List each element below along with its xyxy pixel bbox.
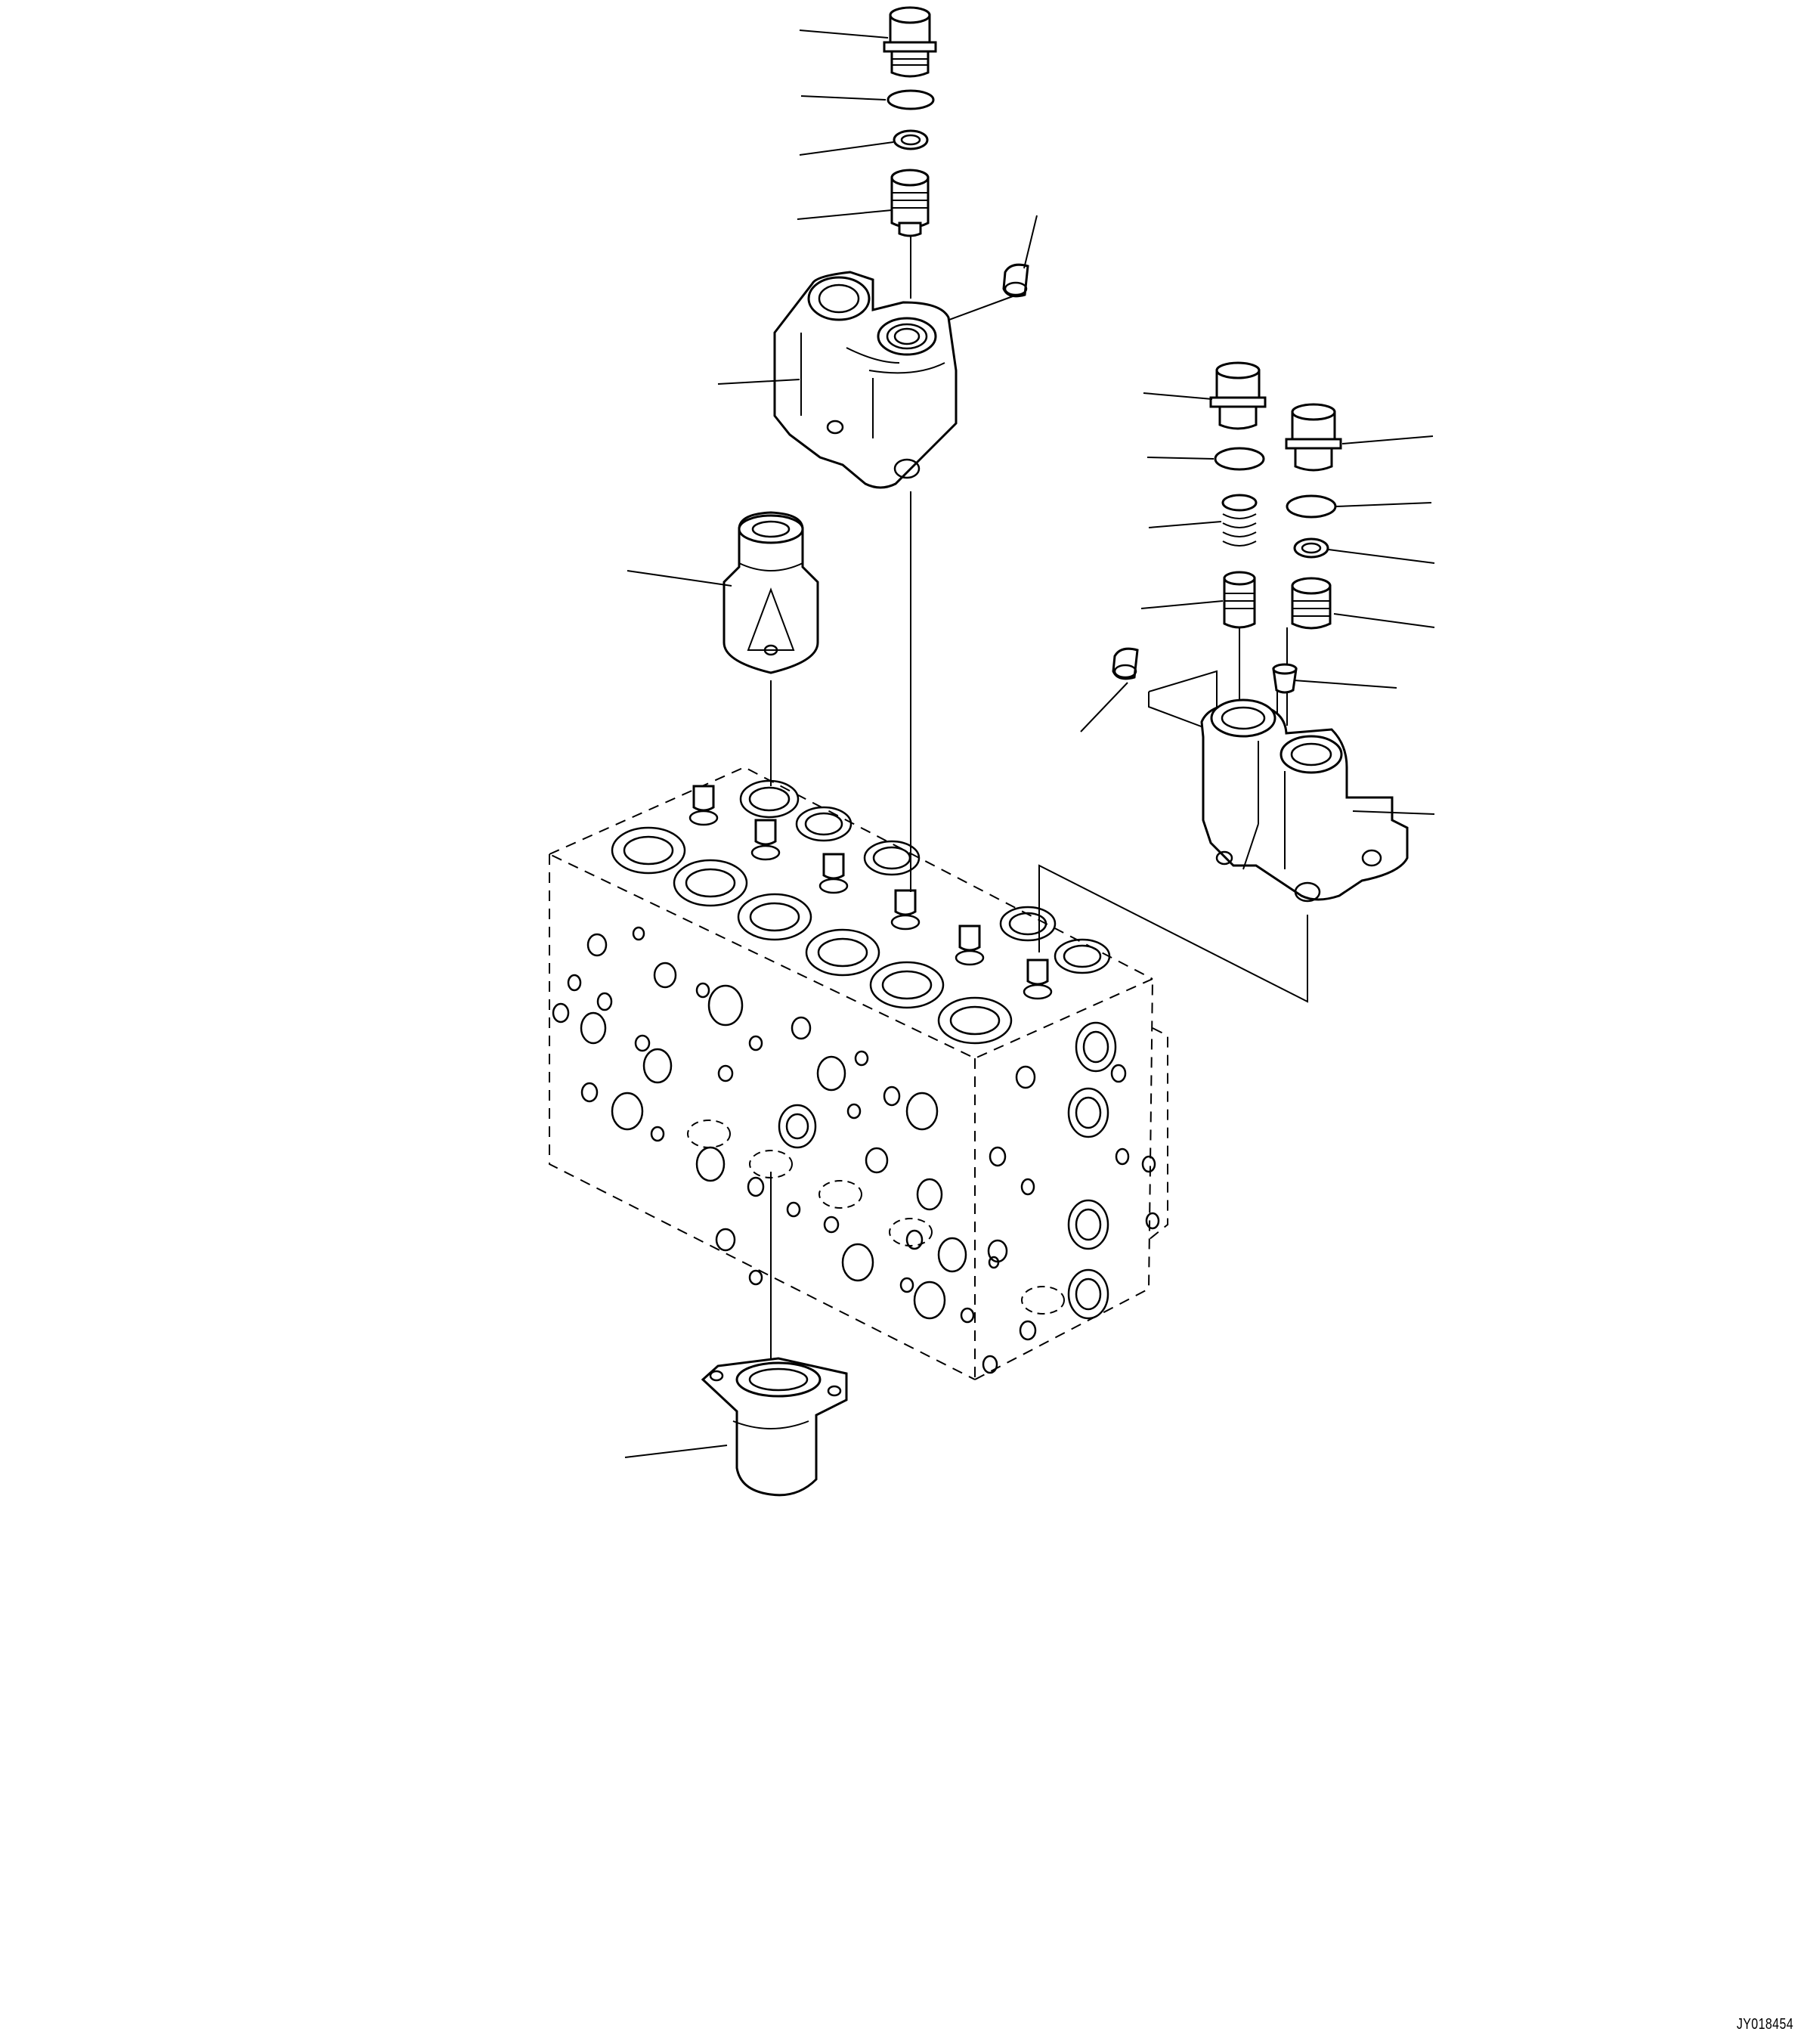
plug-top: [883, 6, 937, 78]
right-housing: [1200, 698, 1409, 903]
spring-right: [1221, 494, 1258, 547]
valve-block: [549, 766, 1168, 1380]
sleeve-left: [723, 511, 819, 786]
right-parts-stack: [1112, 361, 1342, 756]
block-side-holes: [982, 1021, 1160, 1374]
valve-top: [890, 169, 930, 237]
valve-right-b: [1291, 577, 1332, 630]
backup-ring-top: [893, 129, 929, 150]
leader-lines: [624, 29, 1435, 1458]
block-front-holes: [552, 926, 1065, 1324]
backup-ring-right: [1293, 537, 1329, 559]
cap-small-top: [914, 263, 1029, 333]
right-assembly-guide-line: [1038, 864, 1308, 1003]
valve-right-a: [1223, 571, 1256, 629]
drawing-number: JY018454: [1736, 2016, 1793, 2033]
center-housing: [773, 271, 958, 489]
o-ring-right-a: [1214, 447, 1265, 471]
center-parts-stack: [883, 6, 1029, 892]
plug-right-a: [1209, 361, 1267, 430]
bottom-cover: [701, 1172, 848, 1497]
o-ring-top: [887, 89, 935, 110]
o-ring-right-b: [1286, 494, 1337, 519]
block-top-plugs: [688, 785, 1053, 1000]
cap-small-right-a: [1112, 647, 1139, 680]
plug-right-b: [1285, 403, 1342, 472]
block-top-ports: [611, 779, 1111, 1045]
cap-small-right-b: [1272, 663, 1298, 694]
